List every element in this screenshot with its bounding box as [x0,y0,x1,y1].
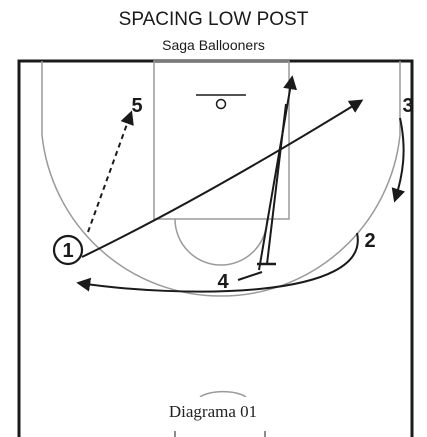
screen-path-player-4 [258,75,298,271]
player-5-label: 5 [131,95,142,117]
free-throw-circle [174,218,268,266]
pass-arrow-1-to-5 [87,110,134,233]
rim [215,98,227,110]
player-3-label: 3 [402,95,413,117]
player-1-marker [52,234,84,266]
cut-arrow-player-1 [81,99,364,258]
player-1-label: 1 [62,240,73,262]
three-point-line [41,61,401,297]
cut-arrow-player-2 [76,232,359,293]
screen-path-player-4b [266,103,287,265]
player-4-label: 4 [217,271,229,293]
diagram-subtitle: Saga Ballooners [162,37,265,53]
player-2-label: 2 [364,230,375,252]
screen-link-player-4 [237,271,263,281]
diagram-caption: Diagrama 01 [148,397,278,427]
center-circle [199,390,247,398]
diagram-title: SPACING LOW POST [118,9,309,30]
cut-arrow-player-3 [391,117,406,203]
paint-lane [153,60,290,220]
